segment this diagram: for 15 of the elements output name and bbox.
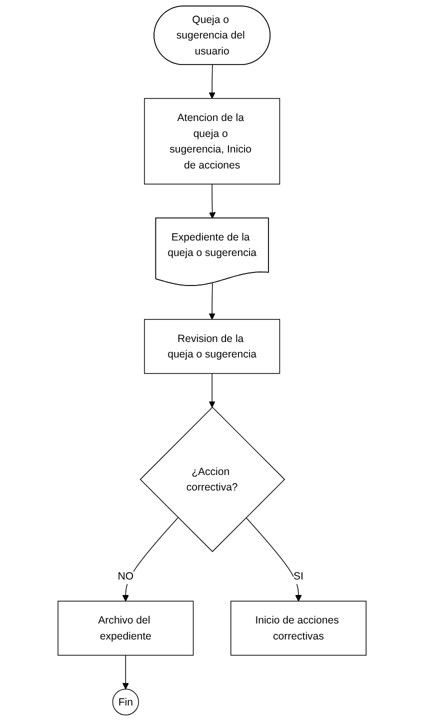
node-circle: Fin <box>112 688 140 716</box>
arrow <box>209 64 216 99</box>
edge-label: SI <box>294 570 304 582</box>
node-diamond: ¿Accion correctiva? <box>140 406 286 552</box>
arrow <box>122 654 130 690</box>
node-box: Archivo del expediente <box>58 600 194 656</box>
arrow <box>122 517 179 602</box>
node-box: Inicio de acciones correctivas <box>230 600 367 656</box>
arrow <box>209 184 216 219</box>
arrow <box>209 373 216 408</box>
node-box: Atencion de la queja o sugerencia, Inicio de acciones <box>144 98 280 184</box>
node-box: Revision de la queja o sugerencia <box>144 319 280 374</box>
arrow <box>246 517 302 602</box>
edge-label: NO <box>118 570 134 582</box>
arrow <box>209 282 216 320</box>
